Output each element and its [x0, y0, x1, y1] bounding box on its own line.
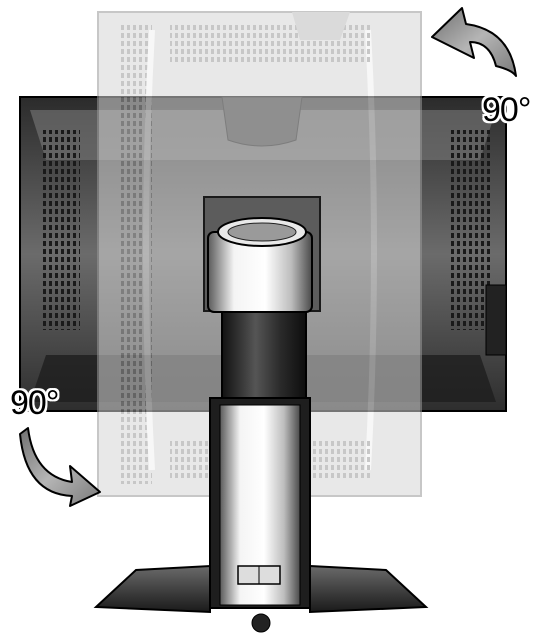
stand-base: [93, 564, 429, 614]
rotation-label-clockwise: 90°: [482, 91, 531, 129]
rotate-clockwise-arrow-icon: [431, 7, 517, 77]
rotate-counterclockwise-arrow-icon: [19, 427, 101, 507]
rotation-label-counterclockwise: 90°: [10, 384, 59, 422]
monitor-stand: [207, 217, 313, 633]
